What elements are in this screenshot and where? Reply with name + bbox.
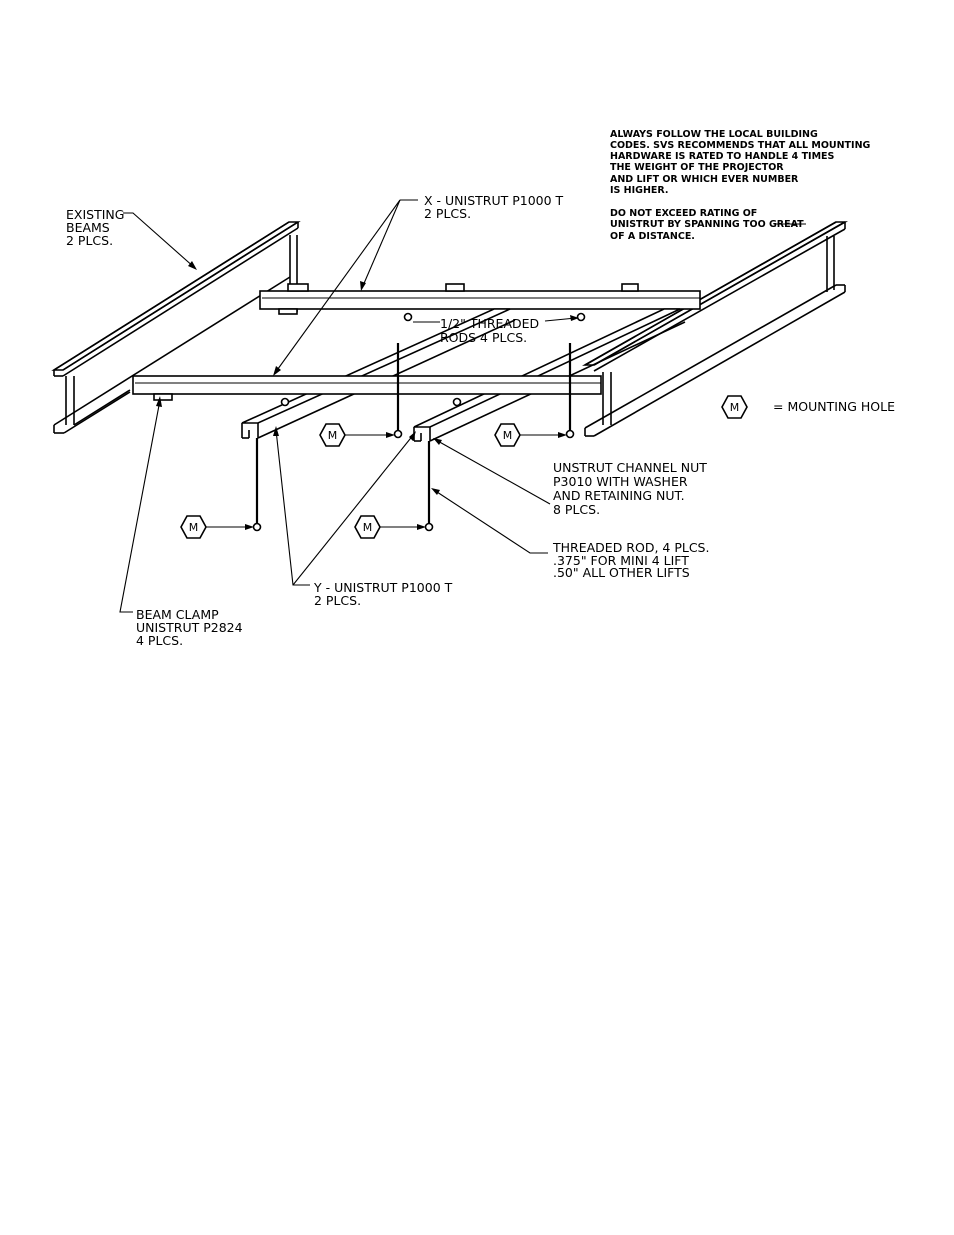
svg-text:.50" ALL OTHER LIFTS: .50" ALL OTHER LIFTS <box>553 565 690 580</box>
x-strut-front <box>132 375 602 401</box>
mounting-hole-marker-3: M <box>180 515 254 539</box>
label-existing-beams: EXISTING BEAMS 2 PLCS. <box>66 207 124 248</box>
threaded-rods <box>252 343 575 532</box>
note-building-codes: ALWAYS FOLLOW THE LOCAL BUILDING CODES. … <box>610 129 871 196</box>
svg-text:RODS 4 PLCS.: RODS 4 PLCS. <box>440 330 527 345</box>
svg-text:ALWAYS FOLLOW THE LOCAL BUILDI: ALWAYS FOLLOW THE LOCAL BUILDING <box>610 129 818 140</box>
svg-text:BEAM CLAMP: BEAM CLAMP <box>136 607 219 622</box>
svg-text:M: M <box>503 429 513 442</box>
mounting-hole-marker-2: M <box>494 423 567 447</box>
svg-text:EXISTING: EXISTING <box>66 207 124 222</box>
svg-text:THE WEIGHT OF THE PROJECTOR: THE WEIGHT OF THE PROJECTOR <box>610 162 784 173</box>
svg-text:IS HIGHER.: IS HIGHER. <box>610 185 669 196</box>
svg-text:THREADED ROD, 4 PLCS.: THREADED ROD, 4 PLCS. <box>552 540 709 555</box>
left-i-beam <box>51 221 301 434</box>
channel-nuts <box>280 312 586 407</box>
label-threaded-rods: 1/2" THREADED RODS 4 PLCS. <box>440 316 539 345</box>
label-y-strut: Y - UNISTRUT P1000 T 2 PLCS. <box>313 580 453 608</box>
svg-text:M: M <box>328 429 338 442</box>
label-channel-nut: UNSTRUT CHANNEL NUT P3010 WITH WASHER AN… <box>553 460 707 517</box>
svg-text:UNSTRUT CHANNEL NUT: UNSTRUT CHANNEL NUT <box>553 460 707 475</box>
svg-text:8 PLCS.: 8 PLCS. <box>553 502 600 517</box>
svg-text:UNISTRUT BY SPANNING TOO GREAT: UNISTRUT BY SPANNING TOO GREAT <box>610 219 804 230</box>
svg-text:Y - UNISTRUT P1000 T: Y - UNISTRUT P1000 T <box>313 580 453 595</box>
svg-text:X - UNISTRUT P1000 T: X - UNISTRUT P1000 T <box>424 193 564 208</box>
svg-text:BEAMS: BEAMS <box>66 220 110 235</box>
label-beam-clamp: BEAM CLAMP UNISTRUT P2824 4 PLCS. <box>136 607 243 648</box>
svg-text:2 PLCS.: 2 PLCS. <box>314 593 361 608</box>
svg-text:4 PLCS.: 4 PLCS. <box>136 633 183 648</box>
svg-text:M: M <box>363 521 373 534</box>
svg-text:AND RETAINING NUT.: AND RETAINING NUT. <box>553 488 685 503</box>
svg-text:1/2" THREADED: 1/2" THREADED <box>440 316 539 331</box>
svg-text:2 PLCS.: 2 PLCS. <box>66 233 113 248</box>
svg-text:OF A DISTANCE.: OF A DISTANCE. <box>610 231 695 242</box>
mounting-hole-legend-text: = MOUNTING HOLE <box>773 399 895 414</box>
leader-lines <box>119 199 806 613</box>
x-strut-back <box>259 283 701 315</box>
svg-text:UNISTRUT P2824: UNISTRUT P2824 <box>136 620 243 635</box>
label-x-strut: X - UNISTRUT P1000 T 2 PLCS. <box>424 193 564 221</box>
mounting-hole-legend: M = MOUNTING HOLE <box>721 395 895 419</box>
svg-text:.375" FOR MINI 4 LIFT: .375" FOR MINI 4 LIFT <box>553 553 689 568</box>
svg-text:2 PLCS.: 2 PLCS. <box>424 206 471 221</box>
svg-text:P3010 WITH WASHER: P3010 WITH WASHER <box>553 474 688 489</box>
svg-text:M: M <box>189 521 199 534</box>
label-threaded-rod-spec: THREADED ROD, 4 PLCS. .375" FOR MINI 4 L… <box>552 540 709 580</box>
svg-text:DO NOT EXCEED RATING OF: DO NOT EXCEED RATING OF <box>610 208 757 219</box>
svg-text:AND LIFT OR WHICH EVER NUMBER: AND LIFT OR WHICH EVER NUMBER <box>610 174 799 185</box>
svg-text:M: M <box>730 401 740 414</box>
svg-text:HARDWARE IS RATED TO HANDLE 4: HARDWARE IS RATED TO HANDLE 4 TIMES <box>610 151 835 162</box>
mounting-hole-marker-1: M <box>319 423 395 447</box>
svg-text:CODES. SVS RECOMMENDS THAT ALL: CODES. SVS RECOMMENDS THAT ALL MOUNTING <box>610 140 871 151</box>
mounting-hole-marker-4: M <box>354 515 426 539</box>
note-unistrut-rating: DO NOT EXCEED RATING OF UNISTRUT BY SPAN… <box>610 208 804 242</box>
